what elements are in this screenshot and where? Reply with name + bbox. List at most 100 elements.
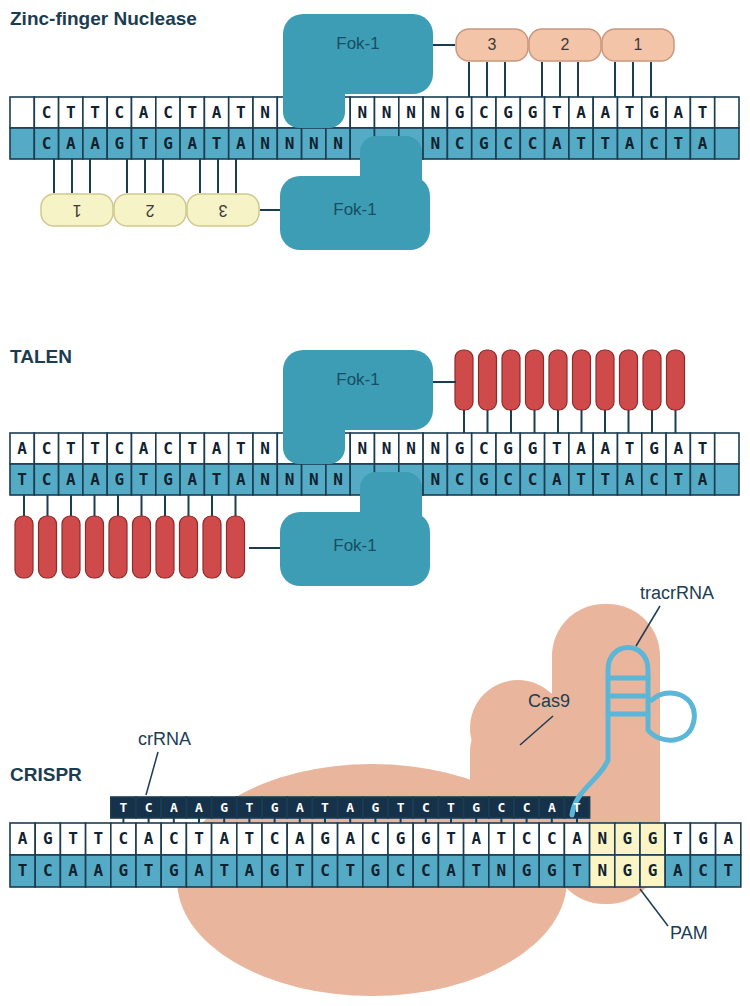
tracrrna-hairpin	[572, 648, 694, 816]
finger-number: 2	[113, 200, 187, 220]
dna-strands	[10, 97, 741, 887]
enzyme-label: Fok-1	[283, 34, 433, 54]
tale-repeat	[620, 350, 638, 410]
binding-tick	[675, 410, 677, 433]
fok1-shape	[280, 136, 430, 250]
fok1-shape-part	[280, 176, 430, 250]
tale-repeat	[203, 516, 221, 578]
tale-repeat	[596, 350, 614, 410]
binding-tick	[534, 410, 536, 433]
linker-line	[433, 44, 455, 46]
dna-sequence: TCAAGTGATAGTCTGCCAT	[119, 797, 598, 818]
dna-sequence: NNNNGCGGTAATGAT	[358, 433, 723, 464]
tale-repeats	[15, 350, 685, 578]
tale-repeat	[479, 350, 497, 410]
binding-tick	[450, 818, 452, 823]
finger-number: 3	[455, 35, 529, 55]
binding-tick	[23, 495, 25, 516]
part-label: Cas9	[528, 690, 570, 712]
binding-tick	[581, 410, 583, 433]
tale-repeat	[502, 350, 520, 410]
binding-tick	[162, 159, 164, 193]
tale-repeat	[667, 350, 685, 410]
binding-tick	[89, 159, 91, 193]
dna-sequence: TCAAGTGATAGTCTGCCATNGGTNGGACT	[18, 855, 749, 887]
binding-tick	[148, 818, 150, 823]
binding-tick	[324, 818, 326, 823]
binding-tick	[217, 159, 219, 193]
tale-repeat	[549, 350, 567, 410]
tale-repeat	[455, 350, 473, 410]
binding-tick	[223, 818, 225, 823]
finger-number: 1	[40, 200, 114, 220]
tale-repeat	[573, 350, 591, 410]
binding-tick	[70, 495, 72, 516]
binding-tick	[650, 62, 652, 97]
binding-tick	[632, 62, 634, 97]
finger-shape-part	[529, 29, 601, 61]
dna-sequence: AGTTCACTATCAGACGGTATCCANGGTGA	[18, 823, 749, 855]
binding-tick	[468, 62, 470, 97]
dna-sequence: NCGCCATTACTA	[430, 128, 722, 159]
fok1-nuclease: Fok-1	[280, 136, 430, 250]
fok1-shape-part	[283, 54, 345, 128]
tale-repeat	[109, 516, 127, 578]
binding-tick	[141, 495, 143, 516]
binding-tick	[486, 62, 488, 97]
zinc-finger-domain: 1	[601, 28, 675, 62]
binding-tick	[117, 495, 119, 516]
section-title: TALEN	[10, 346, 72, 368]
dna-sequence: CTTCACTATN	[42, 97, 285, 128]
binding-tick	[188, 495, 190, 516]
linker-line	[260, 209, 280, 211]
binding-tick	[199, 159, 201, 193]
part-label: tracrRNA	[640, 582, 714, 604]
binding-tick	[541, 62, 543, 97]
linker-line	[430, 381, 456, 383]
binding-tick	[211, 495, 213, 516]
section-title: CRISPR	[10, 764, 82, 786]
binding-tick	[651, 410, 653, 433]
finger-shape-part	[114, 194, 186, 226]
binding-tick	[425, 818, 427, 823]
binding-tick	[614, 62, 616, 97]
tale-repeat	[227, 516, 245, 578]
finger-number: 2	[528, 35, 602, 55]
binding-tick	[577, 62, 579, 97]
binding-tick	[628, 410, 630, 433]
part-label: crRNA	[138, 728, 191, 750]
binding-tick	[374, 818, 376, 823]
enzyme-label: Fok-1	[280, 536, 430, 556]
base-cell	[10, 128, 34, 159]
tale-repeat	[133, 516, 151, 578]
binding-tick	[248, 818, 250, 823]
fok1-shape-part	[280, 512, 430, 586]
zinc-finger-domain: 2	[113, 193, 187, 227]
binding-tick	[559, 62, 561, 97]
binding-tick	[53, 159, 55, 193]
fok1-shape-part	[283, 390, 345, 464]
binding-tick	[126, 159, 128, 193]
binding-tick	[500, 818, 502, 823]
finger-shape-part	[41, 194, 113, 226]
binding-tick	[173, 818, 175, 823]
dna-sequence: TCAAGTGATANNNN	[17, 464, 357, 495]
dna-sequence: ACTTCACTATN	[17, 433, 284, 464]
binding-tick	[235, 495, 237, 516]
linker-line	[249, 547, 281, 549]
binding-tick	[94, 495, 96, 516]
binding-tick	[274, 818, 276, 823]
tale-repeat	[180, 516, 198, 578]
dna-sequence: NNNNGCGGTAATGAT	[358, 97, 723, 128]
tale-repeat	[62, 516, 80, 578]
binding-tick	[576, 818, 578, 823]
binding-tick	[235, 159, 237, 193]
binding-tick	[122, 818, 124, 823]
tale-repeat	[526, 350, 544, 410]
binding-tick	[504, 62, 506, 97]
binding-tick	[71, 159, 73, 193]
part-label: PAM	[670, 922, 708, 944]
tale-repeat	[86, 516, 104, 578]
fok1-nuclease: Fok-1	[280, 472, 430, 586]
enzyme-label: Fok-1	[280, 200, 430, 220]
